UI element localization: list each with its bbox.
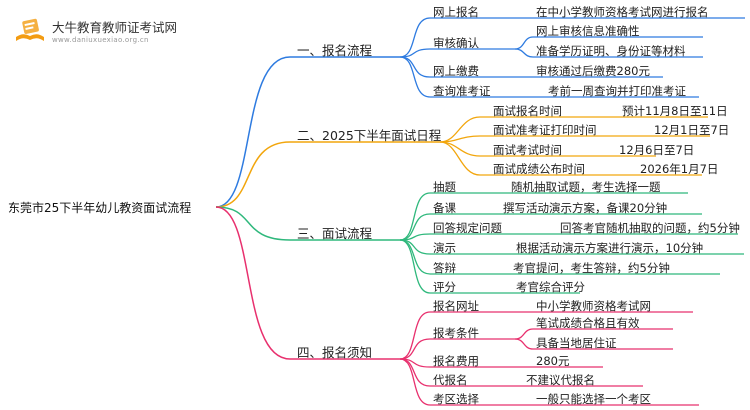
connector-line (215, 56, 400, 208)
leaf-item: 准备学历证明、身份证等材料 (536, 44, 686, 58)
leaf-item: 2026年1月7日 (640, 162, 719, 176)
branch-item: 抽题 (433, 180, 456, 194)
connector-line (439, 116, 708, 143)
connector-line (399, 239, 580, 294)
connector-line (399, 311, 515, 360)
branch-item: 代报名 (433, 373, 468, 387)
leaf-item: 笔试成绩合格且有效 (536, 316, 640, 330)
connector-line (399, 56, 515, 98)
branch-item: 答辩 (433, 261, 456, 275)
branch-item: 报考条件 (433, 326, 479, 340)
connector-line (514, 328, 673, 340)
root-topic: 东莞市25下半年幼儿教资面试流程 (8, 201, 192, 215)
branch-label: 二、2025下半年面试日程 (297, 128, 442, 143)
branch-item: 审核确认 (433, 36, 479, 50)
branch-item: 面试考试时间 (493, 143, 562, 157)
connector-line (215, 206, 400, 241)
brand-url: www.daniuxuexiao.org.cn (52, 36, 149, 44)
connector-line (399, 358, 515, 406)
branch-item: 备课 (433, 201, 456, 215)
leaf-item: 在中小学教师资格考试网进行报名 (536, 5, 709, 19)
connector-line (215, 141, 440, 208)
connector-line (399, 192, 688, 241)
branch-item: 报名费用 (433, 354, 479, 368)
branch-label: 四、报名须知 (297, 345, 373, 360)
leaf-item: 具备当地居住证 (536, 336, 617, 350)
connector-line (514, 48, 703, 58)
leaf-item: 审核通过后缴费280元 (536, 64, 650, 78)
open-book-pencil-icon (14, 15, 46, 45)
leaf-item: 12月1日至7日 (654, 123, 730, 137)
branch-item: 面试成绩公布时间 (493, 162, 585, 176)
branch-item: 报名网址 (433, 299, 479, 313)
connector-line (215, 206, 400, 360)
leaf-item: 中小学教师资格考试网 (536, 299, 651, 313)
connector-line (439, 141, 702, 176)
leaf-item: 根据活动演示方案进行演示，10分钟 (516, 241, 704, 255)
branch-item: 评分 (433, 280, 456, 294)
connector-line (399, 338, 515, 360)
leaf-item: 考官综合评分 (516, 280, 585, 294)
connector-line (514, 338, 673, 350)
branch-item: 网上报名 (433, 5, 479, 19)
leaf-item: 12月6日至7日 (619, 143, 695, 157)
branch-item: 考区选择 (433, 392, 479, 406)
branch-item: 回答规定问题 (433, 221, 502, 235)
branch-label: 三、面试流程 (297, 226, 373, 241)
leaf-item: 回答考官随机抽取的问题，约5分钟 (560, 221, 740, 235)
leaf-item: 一般只能选择一个考区 (536, 392, 651, 406)
connector-line (399, 48, 515, 58)
leaf-item: 考官提问，考生答辩，约5分钟 (513, 261, 670, 275)
branch-item: 演示 (433, 241, 456, 255)
branch-item: 面试准考证打印时间 (493, 123, 597, 137)
leaf-item: 280元 (536, 354, 570, 368)
connector-line (514, 36, 703, 50)
branch-item: 面试报名时间 (493, 104, 562, 118)
connector-line (399, 17, 515, 58)
leaf-item: 不建议代报名 (526, 373, 595, 387)
leaf-item: 随机抽取试题，考生选择一题 (511, 180, 661, 194)
branch-item: 查询准考证 (433, 84, 491, 98)
leaf-item: 考前一周查询并打印准考证 (548, 84, 686, 98)
leaf-item: 预计11月8日至11日 (622, 104, 728, 118)
leaf-item: 撰写活动演示方案，备课20分钟 (503, 201, 668, 215)
branch-label: 一、报名流程 (297, 43, 373, 58)
brand-name: 大牛教育教师证考试网 (52, 20, 178, 35)
leaf-item: 网上审核信息准确性 (536, 24, 640, 38)
branch-item: 网上缴费 (433, 64, 479, 78)
